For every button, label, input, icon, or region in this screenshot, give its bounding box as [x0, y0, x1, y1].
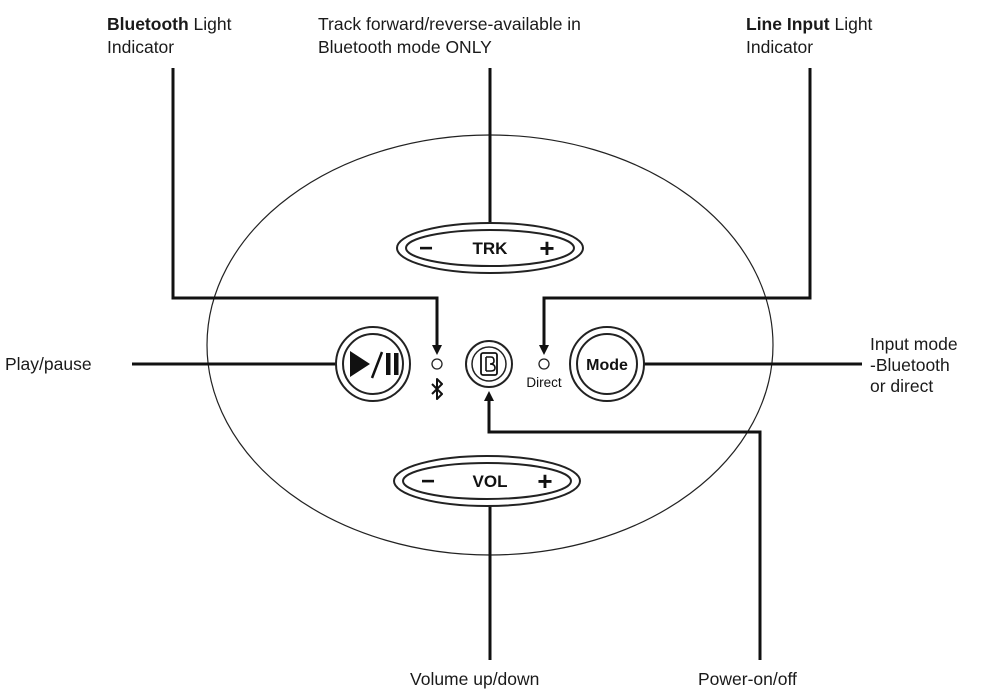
direct-label: Direct [526, 375, 562, 390]
volume-label-text: VOL [473, 472, 508, 491]
bluetooth-light-label-bold: Bluetooth [107, 14, 189, 34]
direct-led [538, 358, 550, 370]
track-label-line1: Track forward/reverse-available in [318, 14, 581, 34]
volume-button[interactable]: − VOL + [393, 455, 581, 507]
line-input-light-label: Line Input Light [746, 14, 873, 34]
bluetooth-led [431, 358, 443, 370]
volume-plus: + [537, 466, 552, 496]
input-mode-label-line2: -Bluetooth [870, 355, 950, 375]
track-minus: − [419, 235, 433, 262]
track-label: TRK [473, 239, 509, 258]
input-mode-label-line1: Input mode [870, 334, 958, 354]
bluetooth-light-label-line2: Indicator [107, 37, 174, 57]
power-button[interactable] [465, 340, 513, 388]
play-pause-button[interactable] [335, 326, 411, 402]
line-input-light-leader [539, 68, 812, 355]
bluetooth-light-leader [171, 68, 442, 355]
play-pause-label: Play/pause [5, 354, 92, 374]
bluetooth-light-label: Bluetooth Light [107, 14, 232, 34]
bluetooth-icon [431, 378, 443, 400]
mode-button[interactable]: Mode [569, 326, 645, 402]
power-label: Power-on/off [698, 669, 797, 689]
line-input-light-label-line2: Indicator [746, 37, 813, 57]
track-button[interactable]: − TRK + [396, 222, 584, 274]
line-input-light-label-bold: Line Input [746, 14, 830, 34]
track-plus: + [539, 233, 554, 263]
mode-button-label: Mode [586, 357, 628, 374]
volume-label: Volume up/down [410, 669, 539, 689]
power-leader [484, 391, 762, 660]
input-mode-label-line3: or direct [870, 376, 933, 396]
play-pause-icon [350, 351, 399, 379]
line-input-light-label-rest: Light [830, 14, 873, 34]
track-label-line2: Bluetooth mode ONLY [318, 37, 492, 57]
power-icon [480, 352, 498, 376]
volume-minus: − [421, 468, 435, 495]
bluetooth-light-label-rest: Light [189, 14, 232, 34]
